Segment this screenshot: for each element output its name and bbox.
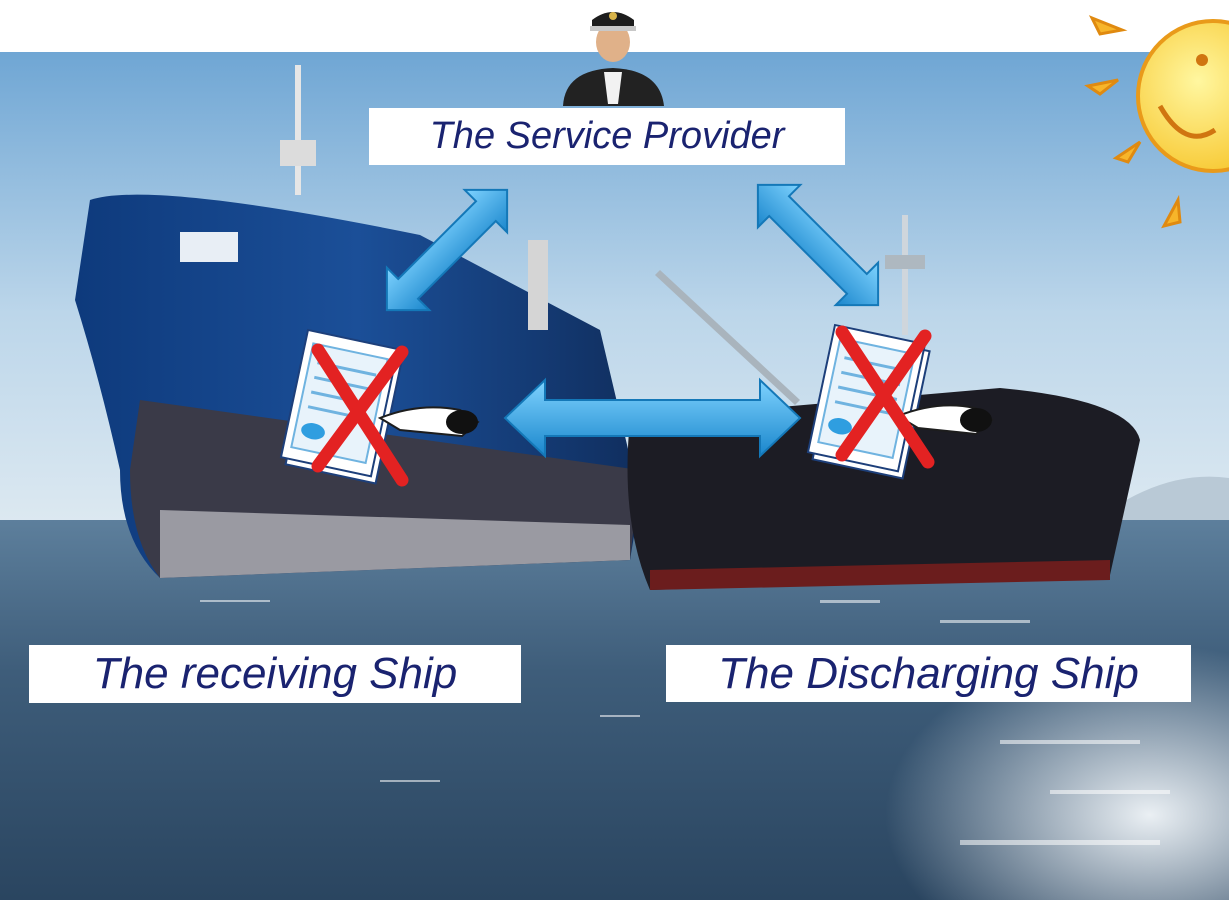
red-x-icon	[311, 343, 409, 487]
discharging-ship-label: The Discharging Ship	[666, 645, 1191, 702]
captain-icon	[563, 12, 664, 106]
red-x-icon	[835, 325, 935, 469]
discharging-ship	[627, 215, 1140, 590]
service-provider-label: The Service Provider	[369, 108, 845, 165]
double-arrow-icon	[385, 183, 880, 459]
receiving-ship-label: The receiving Ship	[29, 645, 521, 703]
sun-icon	[1084, 15, 1229, 229]
